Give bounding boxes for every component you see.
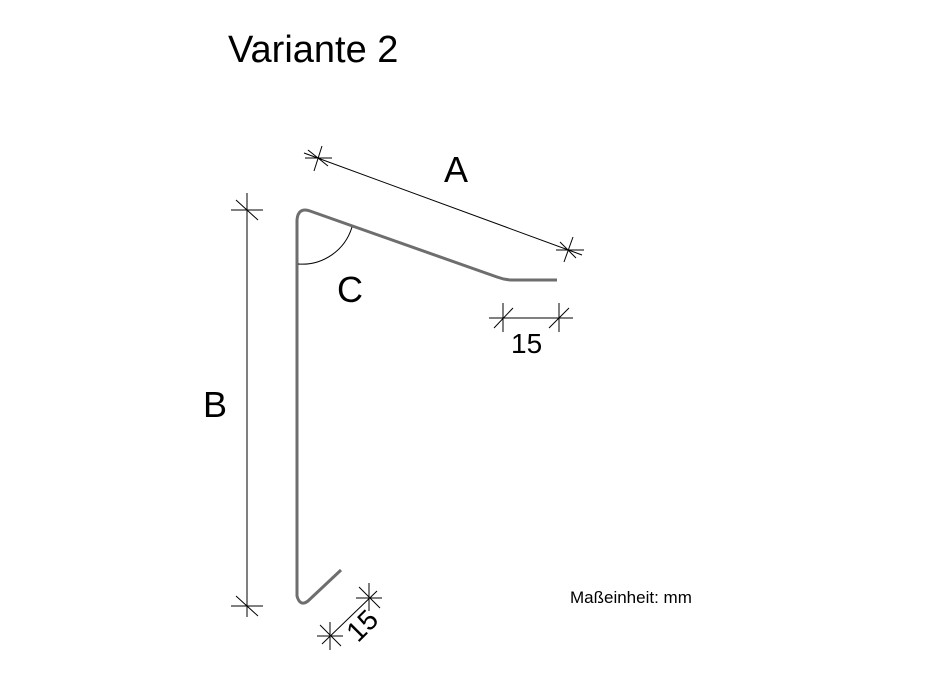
dimension-b — [231, 193, 263, 617]
dimension-a — [303, 145, 584, 263]
label-a: A — [444, 149, 469, 190]
sheet-profile — [295, 208, 557, 605]
dimension-flange-bottom — [317, 583, 382, 650]
label-b: B — [203, 384, 228, 425]
dimension-flange-top — [489, 303, 573, 332]
drawing-title: Variante 2 — [228, 29, 399, 71]
label-flange-top: 15 — [511, 328, 543, 359]
angle-arc-c — [297, 226, 353, 265]
label-c: C — [337, 269, 363, 310]
unit-note: Maßeinheit: mm — [570, 588, 692, 607]
